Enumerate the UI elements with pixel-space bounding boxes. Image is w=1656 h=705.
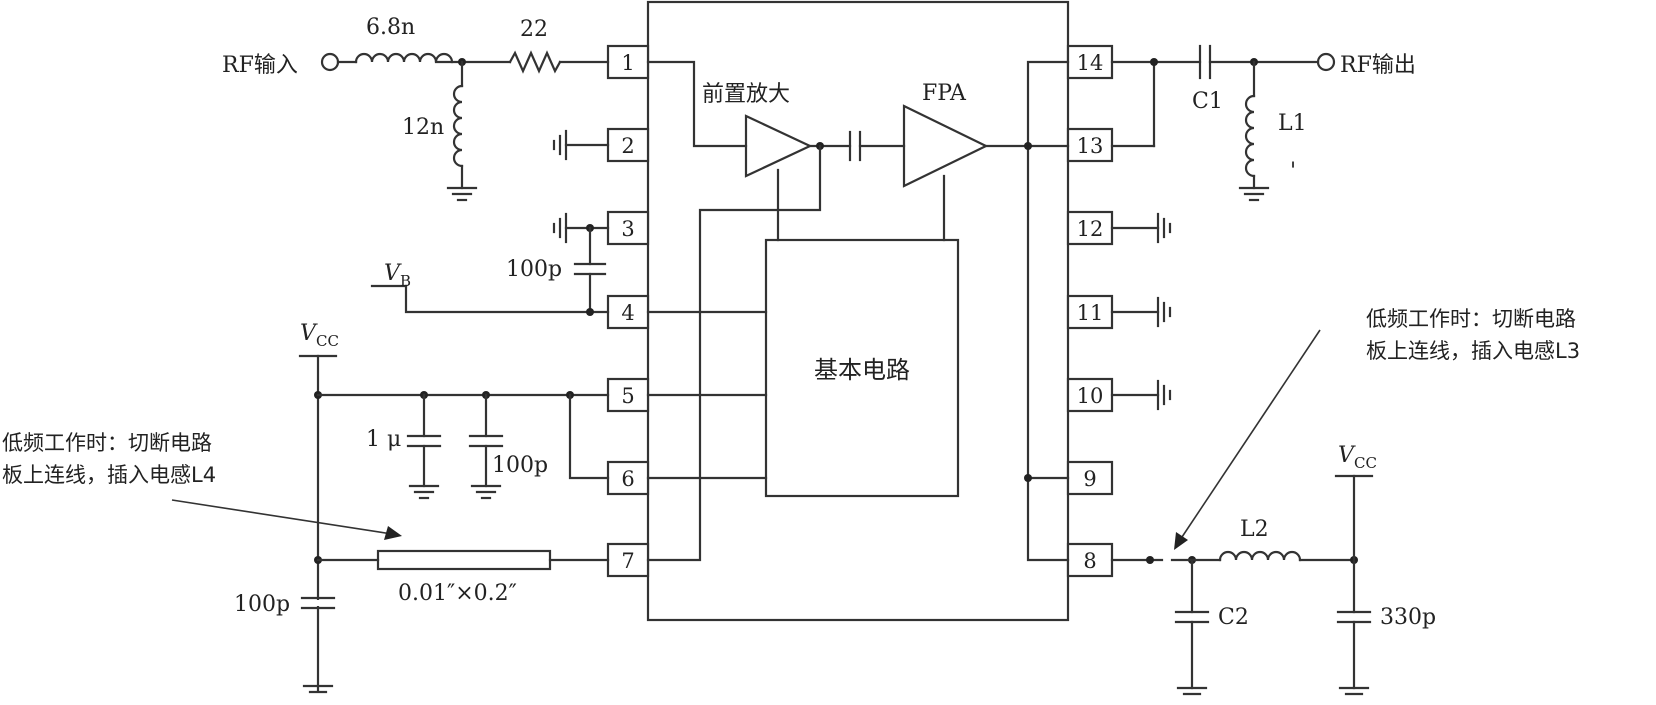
- pin-10: 10: [1077, 384, 1104, 408]
- vb-label: V: [384, 261, 402, 286]
- cap-100p-mid-label: 100p: [492, 453, 548, 478]
- cap-330p-label: 330p: [1380, 605, 1436, 630]
- stripline-label: 0.01″×0.2″: [398, 581, 517, 606]
- fpa-label: FPA: [922, 81, 967, 106]
- svg-text:板上连线，插入电感L4: 板上连线，插入电感L4: [2, 463, 216, 487]
- vcc-left-subscript: CC: [316, 332, 339, 350]
- c2-label: C2: [1218, 605, 1249, 630]
- pin-3: 3: [621, 217, 634, 241]
- pin-14: 14: [1077, 51, 1104, 75]
- ground-icon: [446, 186, 478, 202]
- pin-13: 13: [1077, 134, 1104, 158]
- vb-supply: V B: [370, 261, 610, 316]
- pin-6: 6: [621, 467, 634, 491]
- pin-5: 5: [621, 384, 634, 408]
- svg-text:低频工作时：切断电路: 低频工作时：切断电路: [2, 431, 212, 455]
- svg-text:低频工作时：切断电路: 低频工作时：切断电路: [1366, 307, 1576, 331]
- rf-output-network: C1 RF输出 L1 ': [1110, 44, 1416, 202]
- tick-mark: ': [1290, 159, 1296, 184]
- svg-text:板上连线，插入电感L3: 板上连线，插入电感L3: [1366, 339, 1580, 363]
- vcc-right-label: V: [1338, 443, 1356, 468]
- rf-out-connector[interactable]: [1316, 52, 1336, 72]
- cap-100p-left-label: 100p: [234, 592, 290, 617]
- inductor-l1: [1244, 94, 1256, 178]
- resistor-22: [508, 50, 562, 74]
- ind-12n-label: 12n: [402, 115, 444, 140]
- vb-subscript: B: [400, 272, 411, 290]
- core-label: 基本电路: [814, 356, 910, 384]
- arrow-icon: [384, 526, 402, 540]
- cap-1u-label: 1 μ: [366, 427, 401, 452]
- pin2-ground: [552, 129, 610, 161]
- pin-2: 2: [621, 134, 634, 158]
- l1-label: L1: [1278, 111, 1307, 136]
- vcc-left-label: V: [300, 321, 318, 346]
- internal-signal-path: 前置放大 FPA: [646, 60, 1070, 562]
- right-grounds: [1110, 212, 1172, 411]
- pin-4: 4: [621, 301, 634, 325]
- rf-out-label: RF输出: [1340, 53, 1416, 78]
- pin-9: 9: [1083, 467, 1096, 491]
- arrow-icon: [1174, 532, 1188, 550]
- note-left: 低频工作时：切断电路 板上连线，插入电感L4: [2, 431, 402, 540]
- pin-11: 11: [1077, 301, 1104, 325]
- preamp-label: 前置放大: [702, 82, 790, 107]
- left-pins: 1 2 3 4 5 6 7: [606, 44, 650, 578]
- inductor-6p8n: [354, 52, 454, 64]
- rf-in-connector[interactable]: [320, 52, 340, 72]
- cap-100p-pin3-label: 100p: [506, 257, 562, 282]
- vcc-right-subscript: CC: [1354, 454, 1377, 472]
- pin-1: 1: [621, 51, 634, 75]
- right-pins: 14 13 12 11 10 9 8: [1066, 44, 1114, 578]
- rf-input-network: RF输入 6.8n 22 12n: [222, 15, 610, 202]
- preamp-triangle: [744, 114, 813, 178]
- l2-label: L2: [1240, 517, 1269, 542]
- fpa-triangle: [902, 104, 989, 188]
- pin-12: 12: [1077, 217, 1104, 241]
- pin-7: 7: [621, 549, 634, 573]
- stripline: [376, 549, 552, 571]
- ground-icon: [552, 129, 568, 161]
- ind-6p8n-label: 6.8n: [366, 15, 415, 40]
- inductor-l2: [1218, 550, 1302, 562]
- note-right: 低频工作时：切断电路 板上连线，插入电感L3: [1174, 307, 1580, 550]
- res-22-label: 22: [520, 17, 548, 42]
- vcc-left-network: V CC 1 μ 100p 0.01″×0.2″: [234, 321, 610, 694]
- inductor-12n: [452, 84, 464, 168]
- pin-8: 8: [1083, 549, 1096, 573]
- ground-icon: [552, 212, 568, 244]
- core-block: [764, 238, 960, 498]
- vcc-right-network: L2 V CC 330p C2: [1110, 443, 1436, 696]
- c1-label: C1: [1192, 89, 1223, 114]
- rf-in-label: RF输入: [222, 53, 298, 78]
- pin3-network: 100p: [506, 212, 610, 314]
